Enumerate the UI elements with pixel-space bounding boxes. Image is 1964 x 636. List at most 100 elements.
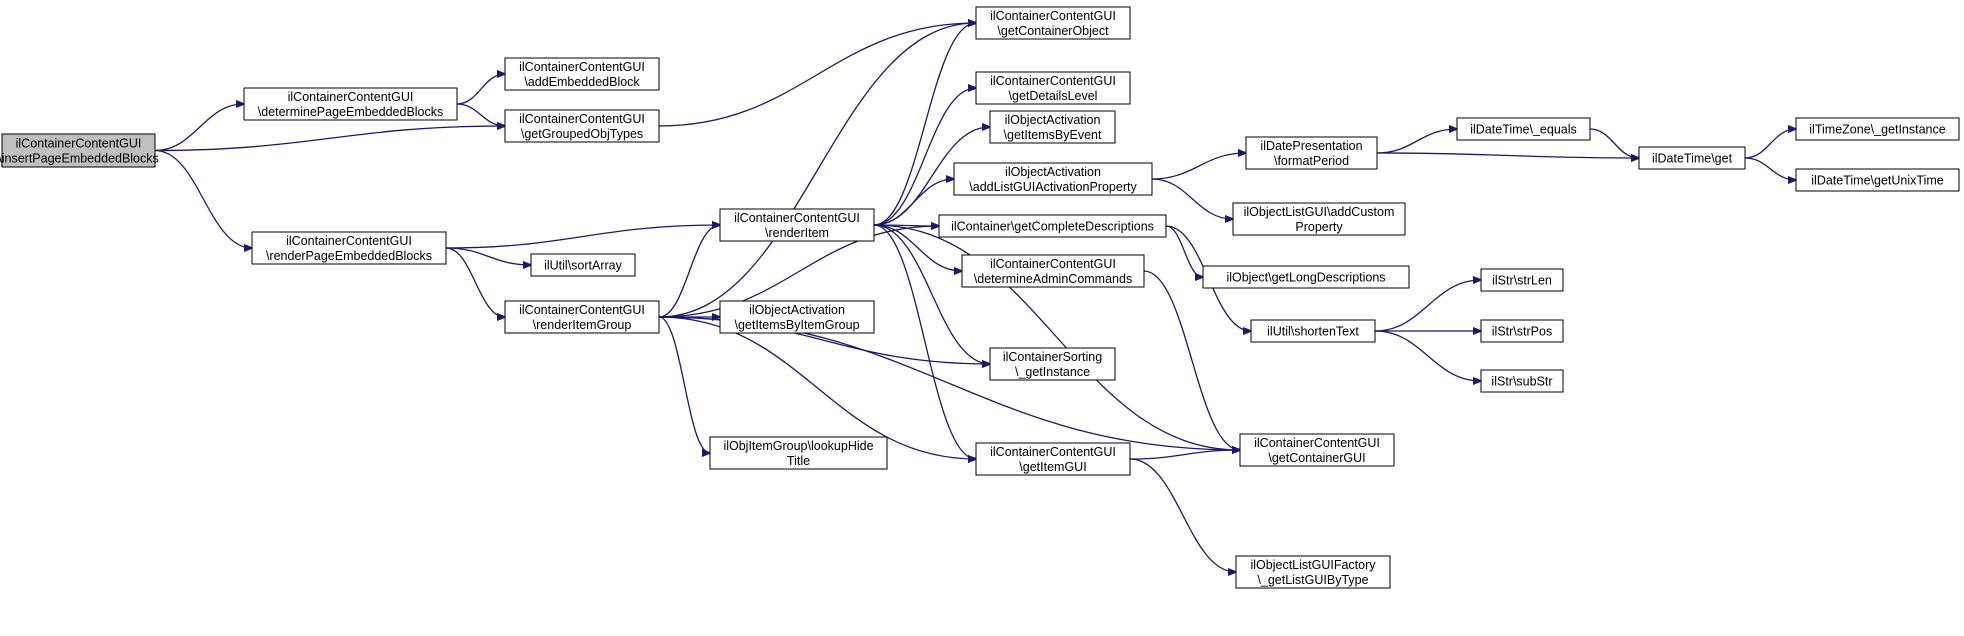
node-label: \determineAdminCommands — [974, 272, 1132, 286]
edge-formatPeriod-to-dtGet — [1376, 152, 1639, 158]
node-label: ilObjectListGUIFactory — [1250, 558, 1376, 572]
node-label: ilDateTime\_equals — [1470, 123, 1577, 137]
node-label: ilUtil\sortArray — [544, 259, 623, 273]
node-sortArray[interactable]: ilUtil\sortArray — [530, 253, 636, 277]
node-box — [1638, 146, 1746, 170]
edge-renderItemGroup-to-getCompleteDesc — [658, 226, 939, 318]
node-box — [975, 6, 1131, 40]
node-label: ilContainerContentGUI — [990, 74, 1116, 88]
edge-getItemGUI-to-getContainerGUI — [1129, 450, 1240, 460]
node-label: \formatPeriod — [1274, 154, 1349, 168]
node-box — [719, 300, 875, 334]
edge-addListGUI-to-addCustomProperty — [1151, 178, 1233, 219]
node-label: ilContainerContentGUI — [990, 9, 1116, 23]
edge-shortenText-to-strLen — [1374, 280, 1481, 332]
edge-renderPage-to-renderItemGroup — [445, 247, 505, 317]
edge-insertPage-to-getGrouped — [154, 126, 505, 152]
node-label: ilDatePresentation — [1260, 139, 1362, 153]
node-label: \_getInstance — [1015, 365, 1090, 379]
node-getUnixTime[interactable]: ilDateTime\getUnixTime — [1795, 168, 1960, 192]
node-label: Title — [787, 454, 810, 468]
node-label: \getGroupedObjTypes — [521, 127, 643, 141]
node-label: ilStr\subStr — [1491, 375, 1552, 389]
node-getListGUIByType[interactable]: ilObjectListGUIFactory\_getListGUIByType — [1235, 555, 1391, 589]
node-box — [1232, 202, 1406, 236]
node-addEmbedded[interactable]: ilContainerContentGUI\addEmbeddedBlock — [504, 57, 660, 91]
node-label: \renderItemGroup — [533, 318, 632, 332]
node-determinePage[interactable]: ilContainerContentGUI\determinePageEmbed… — [243, 87, 458, 121]
edge-insertPage-to-renderPage — [154, 149, 252, 249]
node-box — [1250, 319, 1376, 343]
edge-dtEquals-to-dtGet — [1589, 128, 1639, 158]
node-label: ilTimeZone\_getInstance — [1809, 123, 1945, 137]
node-getGrouped[interactable]: ilContainerContentGUI\getGroupedObjTypes — [504, 109, 660, 143]
node-label: \getItemGUI — [1019, 460, 1086, 474]
edge-getCompleteDesc-to-getLongDesc — [1165, 225, 1203, 277]
node-label: ilDateTime\get — [1652, 152, 1733, 166]
node-dtEquals[interactable]: ilDateTime\_equals — [1456, 117, 1591, 141]
node-renderItemGroup[interactable]: ilContainerContentGUI\renderItemGroup — [504, 300, 660, 334]
node-renderPage[interactable]: ilContainerContentGUI\renderPageEmbedded… — [251, 231, 447, 265]
node-label: ilContainer\getCompleteDescriptions — [951, 220, 1154, 234]
node-label: ilContainerContentGUI — [990, 445, 1116, 459]
edge-formatPeriod-to-dtEquals — [1376, 129, 1457, 154]
edge-renderItem-to-getContainerObject — [873, 23, 976, 226]
node-label: \addEmbeddedBlock — [524, 75, 640, 89]
node-box — [975, 442, 1131, 476]
node-box — [1795, 117, 1960, 141]
node-box — [1235, 555, 1391, 589]
node-box — [975, 71, 1131, 105]
node-label: ilStr\strPos — [1492, 325, 1552, 339]
node-tzGetInstance[interactable]: ilTimeZone\_getInstance — [1795, 117, 1960, 141]
node-strPos[interactable]: ilStr\strPos — [1480, 319, 1564, 343]
node-strLen[interactable]: ilStr\strLen — [1480, 268, 1564, 292]
node-label: ilContainerContentGUI — [16, 137, 142, 151]
nodes-layer: ilContainerContentGUI\insertPageEmbedded… — [0, 6, 1960, 589]
node-box — [504, 300, 660, 334]
node-insertPage[interactable]: ilContainerContentGUI\insertPageEmbedded… — [0, 133, 159, 168]
node-subStr[interactable]: ilStr\subStr — [1480, 369, 1564, 393]
node-getDetailsLevel[interactable]: ilContainerContentGUI\getDetailsLevel — [975, 71, 1131, 105]
node-label: ilContainerContentGUI — [286, 234, 412, 248]
edge-addListGUI-to-formatPeriod — [1151, 153, 1246, 180]
edge-renderItemGroup-to-renderItem — [658, 225, 720, 318]
node-getItemGUI[interactable]: ilContainerContentGUI\getItemGUI — [975, 442, 1131, 476]
edge-shortenText-to-subStr — [1374, 330, 1481, 381]
node-shortenText[interactable]: ilUtil\shortenText — [1250, 319, 1376, 343]
edge-renderItemGroup-to-getContainerObject — [658, 23, 976, 318]
node-label: ilStr\strLen — [1492, 274, 1552, 288]
node-getContainerObject[interactable]: ilContainerContentGUI\getContainerObject — [975, 6, 1131, 40]
node-label: \_getListGUIByType — [1257, 573, 1368, 587]
node-dtGet[interactable]: ilDateTime\get — [1638, 146, 1746, 170]
edge-determinePage-to-getGrouped — [456, 103, 505, 126]
node-getCompleteDesc[interactable]: ilContainer\getCompleteDescriptions — [938, 214, 1167, 238]
edge-getGrouped-to-getContainerObject — [658, 23, 976, 127]
node-box — [1456, 117, 1591, 141]
node-label: \getDetailsLevel — [1009, 89, 1098, 103]
node-getLongDesc[interactable]: ilObject\getLongDescriptions — [1202, 265, 1410, 289]
node-determineAdmin[interactable]: ilContainerContentGUI\determineAdminComm… — [961, 254, 1145, 288]
node-getItemsByEvent[interactable]: ilObjectActivation\getItemsByEvent — [989, 110, 1116, 144]
node-box — [1239, 433, 1395, 467]
node-getContainerGUI[interactable]: ilContainerContentGUI\getContainerGUI — [1239, 433, 1395, 467]
node-label: \getContainerObject — [997, 24, 1109, 38]
edge-determinePage-to-addEmbedded — [456, 74, 505, 105]
edge-determineAdmin-to-getContainerGUI — [1143, 270, 1240, 450]
node-label: \getContainerGUI — [1268, 451, 1365, 465]
node-label: ilObjectListGUI\addCustom — [1244, 205, 1395, 219]
node-box — [719, 208, 875, 242]
node-getItemsByItemGroup[interactable]: ilObjectActivation\getItemsByItemGroup — [719, 300, 875, 334]
node-label: ilObjectActivation — [1005, 113, 1101, 127]
node-containerSorting[interactable]: ilContainerSorting\_getInstance — [989, 347, 1116, 381]
edge-renderItem-to-addListGUI — [873, 179, 954, 226]
node-addListGUI[interactable]: ilObjectActivation\addListGUIActivationP… — [953, 162, 1153, 196]
node-label: \insertPageEmbeddedBlocks — [0, 152, 159, 166]
node-renderItem[interactable]: ilContainerContentGUI\renderItem — [719, 208, 875, 242]
node-box — [989, 347, 1116, 381]
node-box — [251, 231, 447, 265]
node-formatPeriod[interactable]: ilDatePresentation\formatPeriod — [1245, 136, 1378, 170]
edge-dtGet-to-getUnixTime — [1744, 157, 1796, 180]
node-box — [1, 133, 156, 168]
